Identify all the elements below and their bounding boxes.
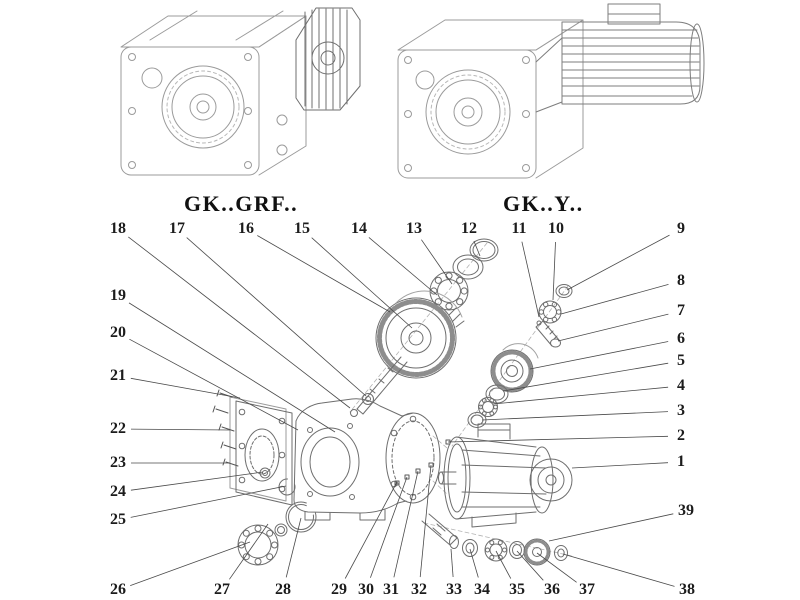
- pinion-branch: [535, 284, 573, 348]
- leader-line-12: [473, 240, 481, 257]
- callout-38: 38: [679, 581, 695, 598]
- leader-line-10: [552, 241, 556, 301]
- callout-30: 30: [358, 581, 374, 598]
- flange-screws: [212, 389, 239, 467]
- variant-label-gk-grf: GK..GRF..: [184, 191, 299, 216]
- leader-line-31: [393, 470, 419, 578]
- callout-26: 26: [110, 581, 126, 598]
- callout-24: 24: [110, 483, 126, 500]
- leader-line-33: [450, 548, 454, 578]
- leader-line-19: [128, 302, 336, 433]
- leader-line-3: [481, 411, 669, 421]
- leader-line-30: [370, 476, 408, 578]
- callout-31: 31: [383, 581, 399, 598]
- callout-35: 35: [509, 581, 525, 598]
- callout-37: 37: [579, 581, 595, 598]
- callout-8: 8: [677, 272, 685, 289]
- leader-line-4: [492, 386, 669, 405]
- leader-line-8: [560, 284, 669, 315]
- leader-line-7: [557, 313, 669, 342]
- callout-33: 33: [446, 581, 462, 598]
- bearing-top: [429, 271, 469, 311]
- callout-29: 29: [331, 581, 347, 598]
- callout-25: 25: [110, 511, 126, 528]
- callout-12: 12: [461, 220, 477, 237]
- input-shaft: [350, 356, 408, 417]
- callout-16: 16: [238, 220, 254, 237]
- callout-17: 17: [169, 220, 185, 237]
- callout-15: 15: [294, 220, 310, 237]
- callout-13: 13: [406, 220, 422, 237]
- variant-label-gk-y: GK..Y..: [503, 191, 584, 216]
- leader-line-34: [469, 548, 479, 578]
- callout-3: 3: [677, 402, 685, 419]
- callout-36: 36: [544, 581, 560, 598]
- output-shaft-parts: [421, 513, 568, 566]
- grf-flange: [295, 7, 361, 111]
- leader-line-25: [130, 485, 287, 518]
- leader-line-36: [516, 550, 544, 581]
- callout-18: 18: [110, 220, 126, 237]
- callout-19: 19: [110, 287, 126, 304]
- rings-bearing-mid: [467, 384, 509, 428]
- leader-line-5: [502, 362, 669, 392]
- leader-line-13: [421, 239, 453, 285]
- leader-line-29: [344, 481, 398, 579]
- retaining-rings-top: [452, 238, 499, 280]
- callout-14: 14: [351, 220, 367, 237]
- callout-2: 2: [677, 427, 685, 444]
- flange-bolts: [394, 439, 451, 486]
- callout-21: 21: [110, 367, 126, 384]
- leader-line-1: [571, 462, 669, 469]
- drawing-gk-grf: [120, 7, 361, 176]
- leader-line-14: [368, 237, 438, 296]
- callout-4: 4: [677, 377, 685, 394]
- leader-line-6: [529, 341, 669, 370]
- leader-lines: [128, 234, 675, 587]
- electric-motor: [438, 423, 573, 528]
- leader-line-2: [447, 435, 669, 443]
- leader-line-17: [186, 237, 367, 397]
- mounting-flange: [229, 396, 293, 506]
- leader-line-35: [495, 550, 512, 579]
- callout-10: 10: [548, 220, 564, 237]
- callout-11: 11: [511, 220, 527, 237]
- output-bearing: [237, 501, 317, 566]
- leader-line-28: [285, 517, 302, 578]
- drawing-gk-y: [397, 3, 705, 179]
- callout-1: 1: [677, 453, 685, 470]
- callout-5: 5: [677, 352, 685, 369]
- callout-34: 34: [474, 581, 490, 598]
- leader-line-21: [130, 377, 241, 399]
- callout-39: 39: [678, 502, 694, 519]
- callout-9: 9: [677, 220, 685, 237]
- callout-28: 28: [275, 581, 291, 598]
- callout-23: 23: [110, 454, 126, 471]
- leader-line-24: [130, 471, 264, 491]
- leader-line-38: [562, 553, 675, 587]
- gear-housing: [293, 393, 441, 521]
- leader-line-37: [536, 552, 577, 583]
- leader-line-9: [566, 234, 670, 291]
- leader-line-26: [130, 541, 251, 586]
- callout-27: 27: [214, 581, 230, 598]
- leader-line-32: [419, 464, 432, 578]
- plug-and-ring: [259, 467, 296, 496]
- leader-line-20: [129, 338, 299, 431]
- callout-22: 22: [110, 420, 126, 437]
- callout-6: 6: [677, 330, 685, 347]
- y-motor: [535, 3, 705, 113]
- leader-line-27: [229, 523, 269, 580]
- leader-line-39: [548, 513, 674, 542]
- leader-line-22: [130, 428, 231, 431]
- callout-7: 7: [677, 302, 685, 319]
- leader-line-16: [257, 235, 391, 313]
- callout-20: 20: [110, 324, 126, 341]
- leader-line-18: [128, 236, 351, 409]
- leader-line-11: [521, 241, 540, 318]
- callout-32: 32: [411, 581, 427, 598]
- leader-line-15: [311, 237, 413, 329]
